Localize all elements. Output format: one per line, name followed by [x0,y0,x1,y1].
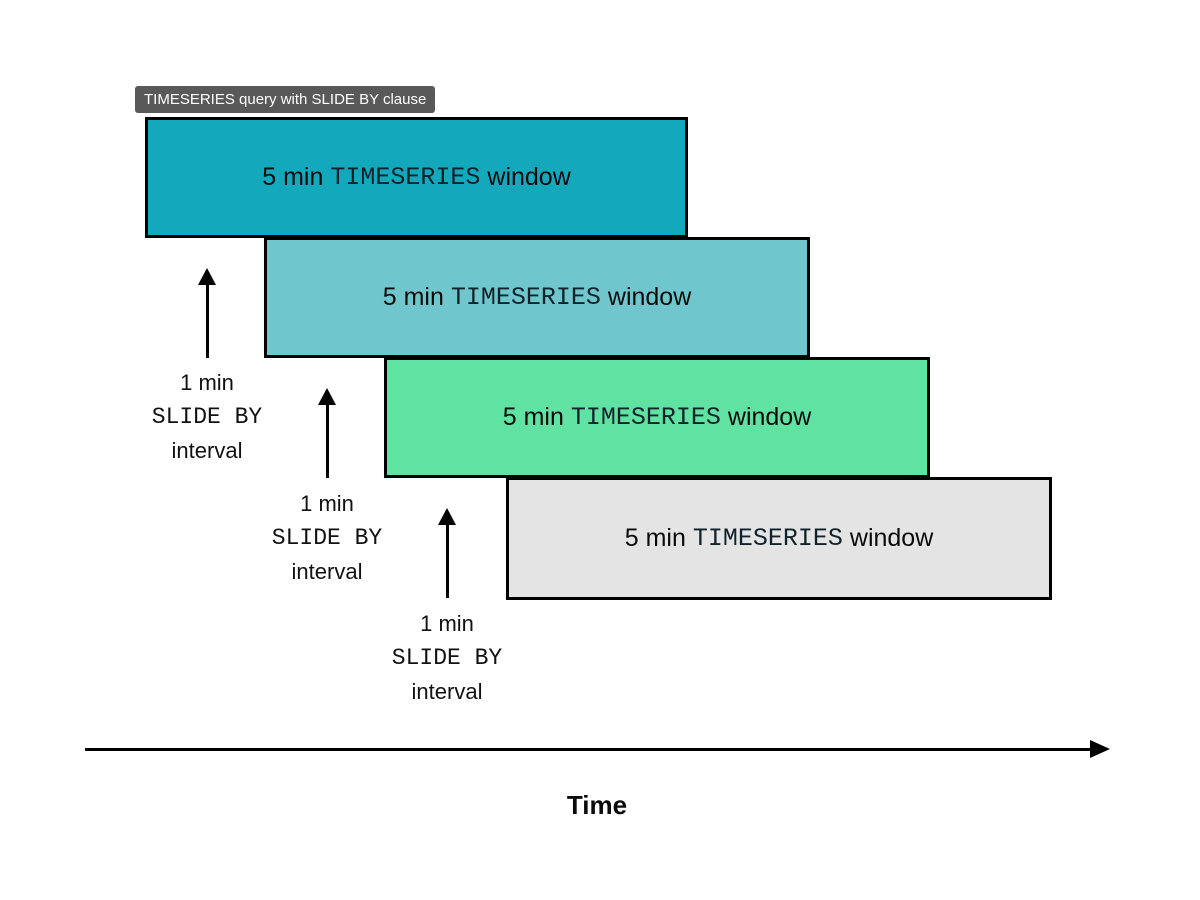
window-label-prefix: 5 min [382,283,444,311]
arrow-head-icon [198,268,216,285]
slide-up-arrow-3 [438,508,456,598]
slide-by-label-3: 1 min SLIDE BY interval [392,607,502,709]
arrow-head-icon [318,388,336,405]
time-axis-line [85,748,1093,751]
timeseries-window-2: 5 min TIMESERIES window [264,237,810,358]
slide-by-line3: interval [171,438,243,463]
window-label-mono: TIMESERIES [692,524,843,553]
slide-by-line3: interval [291,559,363,584]
time-axis-label: Time [566,790,628,820]
timeseries-window-1: 5 min TIMESERIES window [145,117,688,238]
window-label-suffix: window [487,163,571,191]
window-label-prefix: 5 min [624,524,686,552]
arrow-shaft [445,525,449,598]
window-label-mono: TIMESERIES [330,163,481,192]
arrow-shaft [325,405,329,478]
slide-by-line2: SLIDE BY [271,525,383,551]
slide-by-line1: 1 min [420,611,474,636]
slide-by-line2: SLIDE BY [151,404,263,430]
slide-up-arrow-1 [198,268,216,358]
window-label-suffix: window [607,283,692,311]
window-label-suffix: window [727,403,812,431]
slide-by-label-2: 1 min SLIDE BY interval [272,487,382,589]
slide-by-line1: 1 min [300,491,354,516]
arrow-head-icon [438,508,456,525]
window-label-prefix: 5 min [262,163,324,191]
window-label-prefix: 5 min [502,403,564,431]
slide-up-arrow-2 [318,388,336,478]
window-label-mono: TIMESERIES [450,283,601,312]
arrow-shaft [205,285,209,358]
timeseries-window-4: 5 min TIMESERIES window [506,477,1052,600]
time-axis-arrow-head-icon [1090,740,1110,758]
window-label-mono: TIMESERIES [570,403,721,432]
slide-by-line2: SLIDE BY [391,645,503,671]
timeseries-window-3: 5 min TIMESERIES window [384,357,930,478]
slide-by-label-1: 1 min SLIDE BY interval [152,366,262,468]
diagram-title-badge: TIMESERIES query with SLIDE BY clause [135,86,436,113]
slide-by-line1: 1 min [180,370,234,395]
window-label-suffix: window [849,524,934,552]
slide-by-line3: interval [411,679,483,704]
